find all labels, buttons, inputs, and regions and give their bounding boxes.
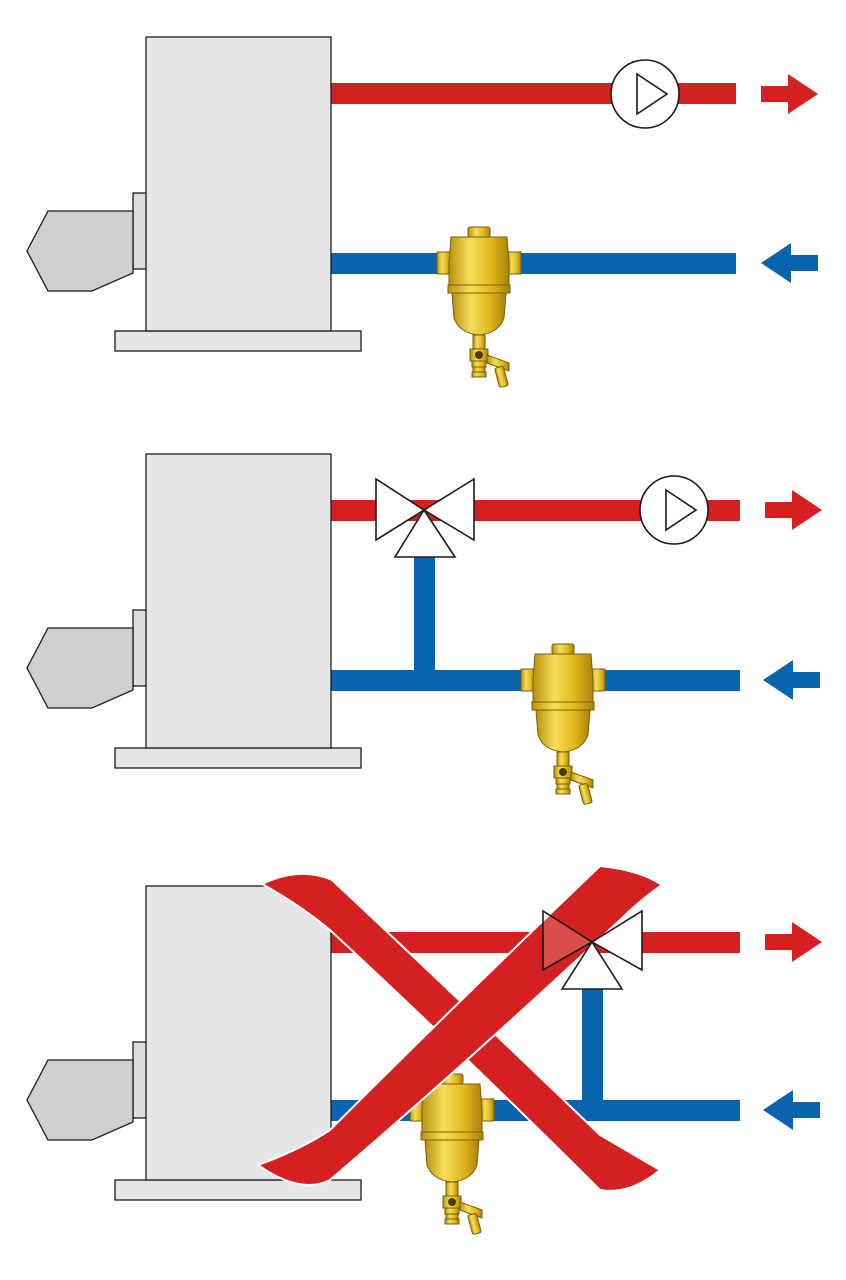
dirt-separator-icon: [520, 643, 606, 806]
boiler-base: [114, 330, 362, 352]
diagram-3-incorrect-installation: [26, 864, 822, 1236]
return-pipe: [330, 253, 736, 274]
boiler-body: [145, 453, 332, 749]
dirt-separator-icon: [436, 226, 522, 389]
circulation-pump-icon: [639, 475, 709, 545]
boiler-body: [145, 885, 332, 1181]
incorrect-installation-cross-icon: [255, 864, 664, 1192]
flow-in-arrow-icon: [763, 1090, 820, 1130]
diagram-1-boiler-with-pump-and-separator: [26, 36, 818, 389]
bypass-pipe: [582, 987, 603, 1111]
circulation-pump-icon: [610, 59, 680, 129]
burner-icon: [26, 1041, 148, 1141]
burner-icon: [26, 609, 148, 709]
flow-in-arrow-icon: [761, 243, 818, 283]
three-way-valve-icon: [542, 909, 643, 990]
diagram-2-boiler-with-valve-pump-and-separator: [26, 453, 822, 806]
burner-icon: [26, 192, 148, 292]
boiler-body: [145, 36, 332, 332]
three-way-valve-icon: [375, 477, 475, 558]
boiler-base: [114, 747, 362, 769]
flow-out-arrow-icon: [765, 490, 822, 530]
flow-in-arrow-icon: [763, 660, 820, 700]
flow-out-arrow-icon: [761, 74, 818, 114]
flow-out-arrow-icon: [765, 922, 822, 962]
bypass-pipe: [414, 556, 435, 680]
